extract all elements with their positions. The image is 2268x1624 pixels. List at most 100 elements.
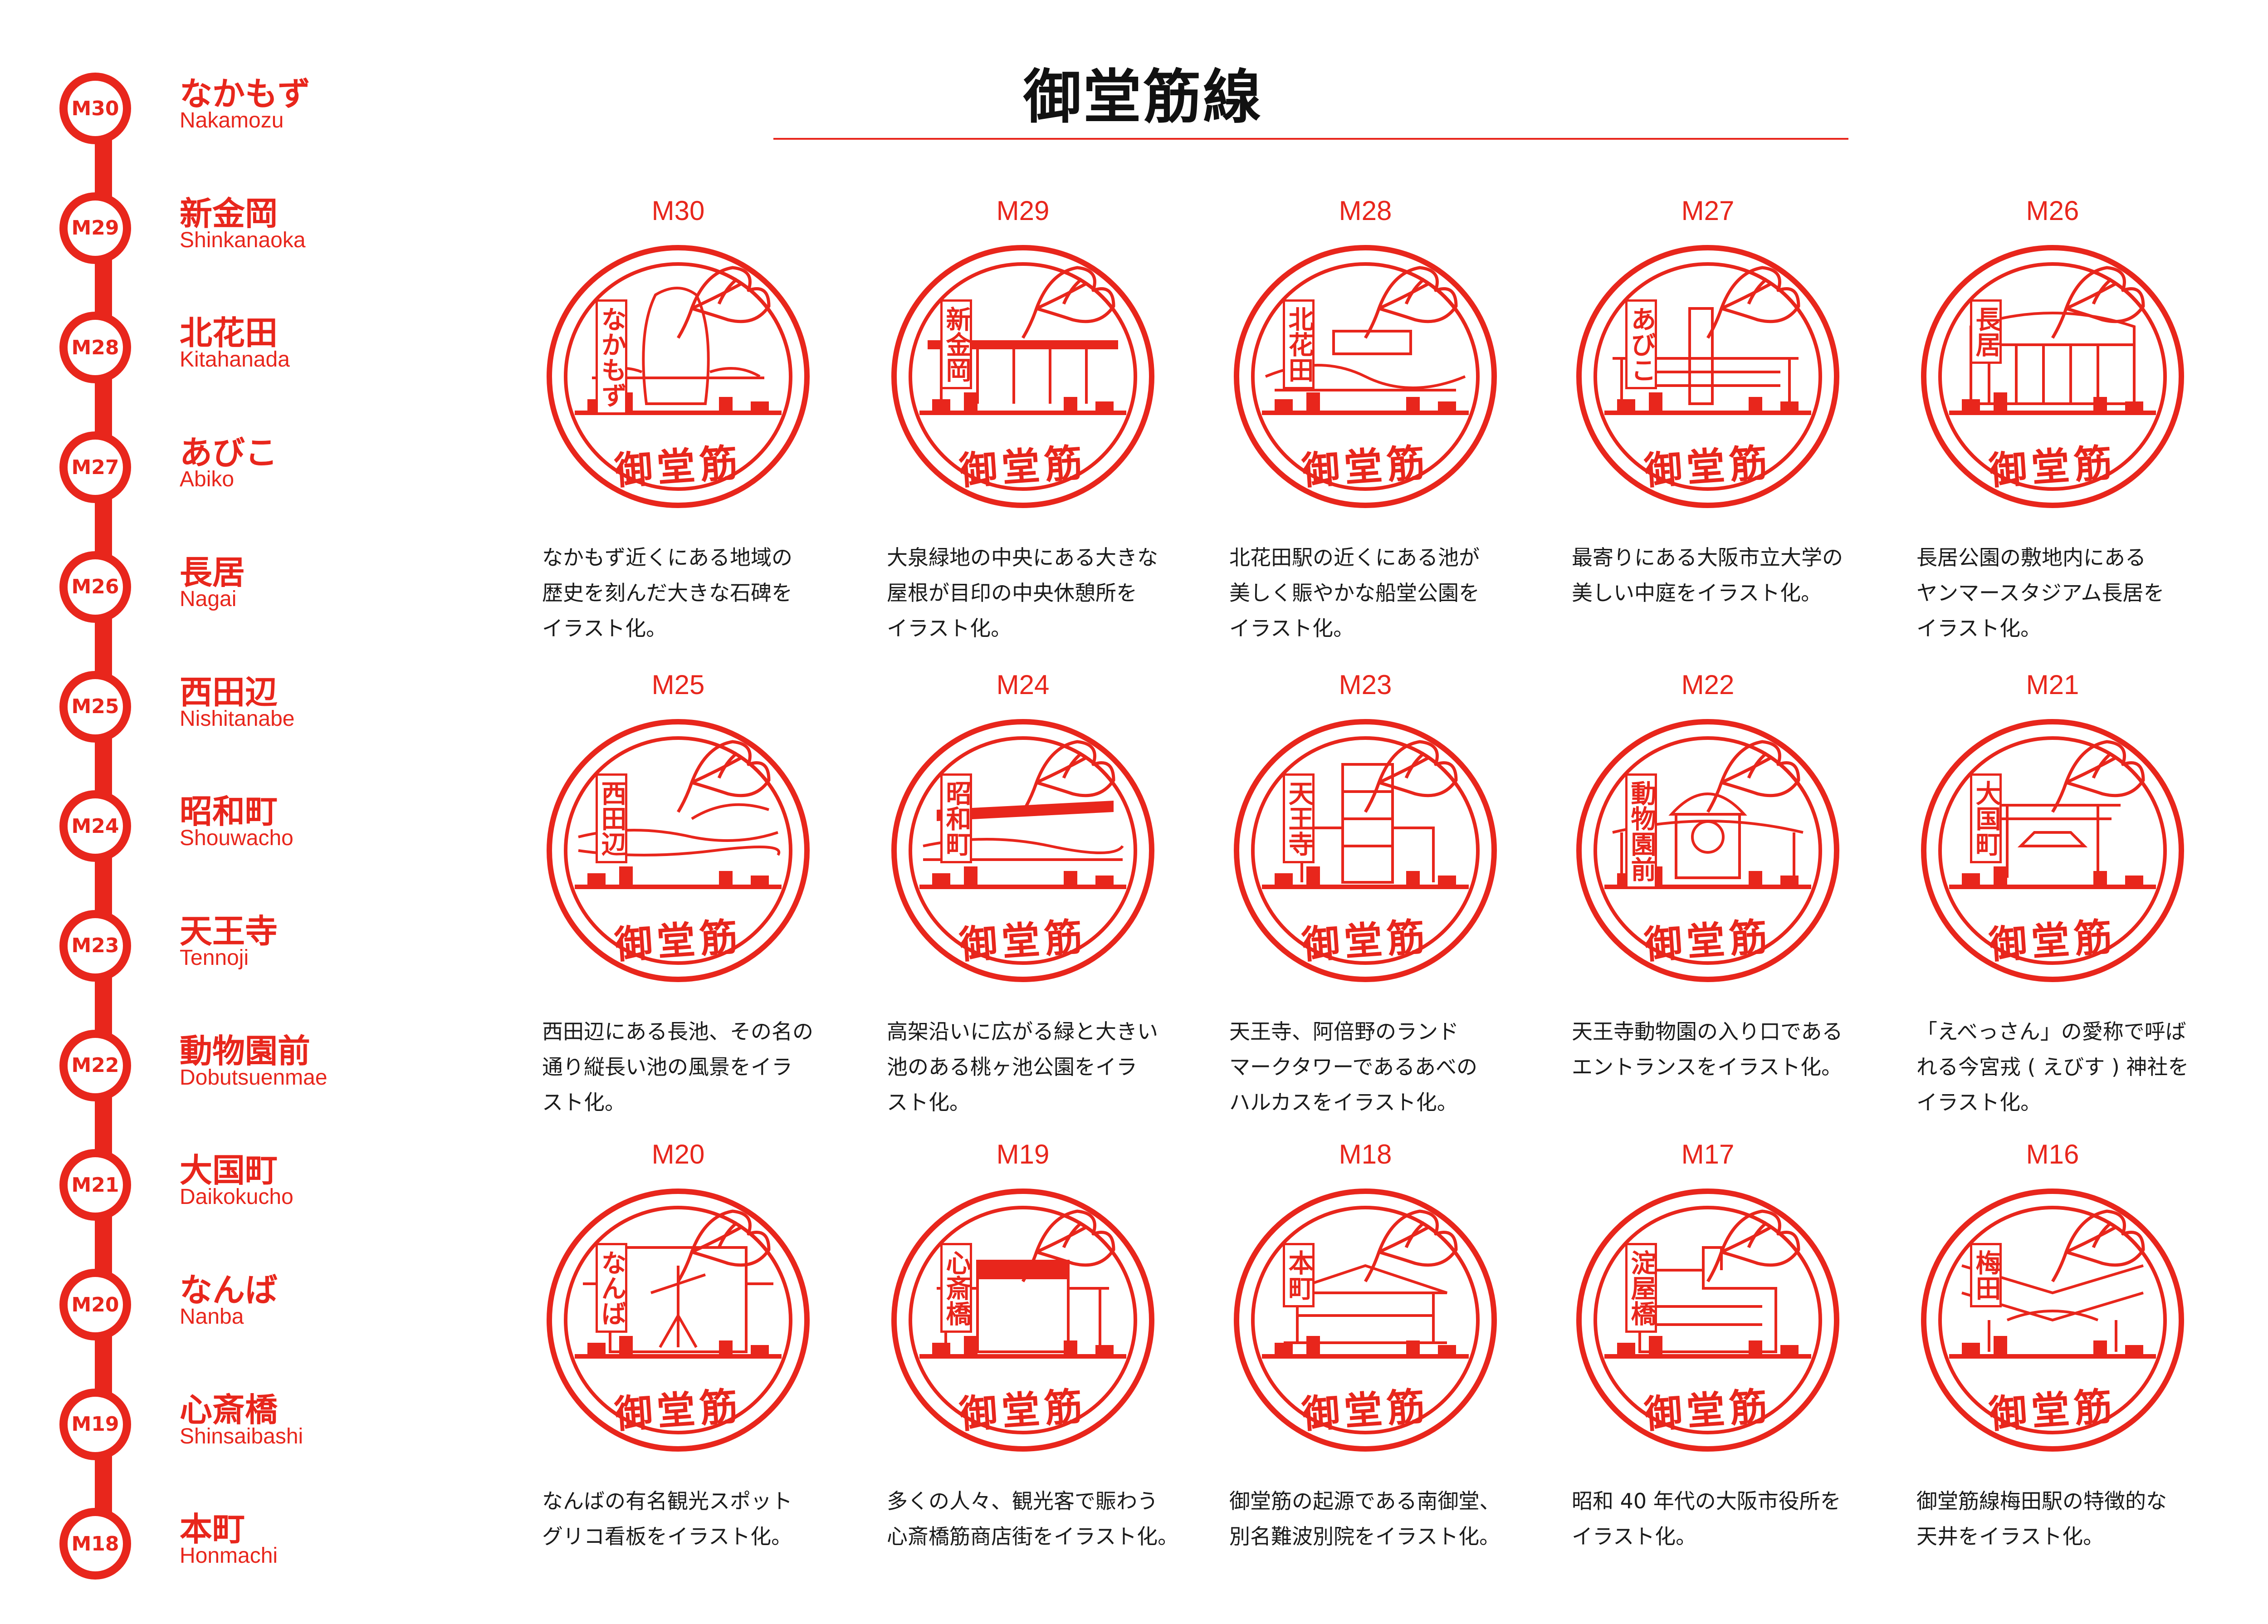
title-divider: [773, 138, 1848, 140]
station-name-en: Nanba: [180, 1305, 244, 1329]
stamp-illustration: 昭和町御堂筋: [887, 714, 1159, 987]
station-name-jp: 新金岡: [180, 194, 278, 233]
stamp-illustration: 本町御堂筋: [1229, 1184, 1501, 1456]
station-name-en: Nishitanabe: [180, 706, 295, 731]
station-sign: 淀屋橋: [1625, 1243, 1657, 1333]
stamp-card-m20: M20 なんば御堂筋なんばの有名観光スポット グリコ看板をイラスト化。: [542, 1139, 878, 1592]
station-code-badge: M29: [59, 192, 131, 264]
station-name-en: Shouwacho: [180, 826, 293, 851]
stamp-circle-icon: [1576, 1189, 1839, 1452]
station-name-jp: 西田辺: [180, 673, 278, 711]
station-code-badge: M25: [59, 670, 131, 743]
station-sign: なかもず: [596, 299, 627, 415]
stamp-code: M18: [1339, 1139, 1392, 1169]
stamp-code: M29: [996, 196, 1050, 226]
stamp-circle-icon: [1234, 719, 1497, 982]
stamp-circle-icon: [547, 245, 810, 508]
station-code-badge: M19: [59, 1388, 131, 1460]
station-name-jp: 天王寺: [180, 912, 278, 950]
stamp-description: 北花田駅の近くにある池が 美しく賑やかな船堂公園を イラスト化。: [1229, 545, 1480, 641]
station-name-en: Abiko: [180, 467, 235, 492]
station-sign: 梅田: [1970, 1243, 2002, 1307]
station-name-jp: 昭和町: [180, 792, 278, 831]
stamp-circle-icon: [1921, 1189, 2184, 1452]
stamp-code: M27: [1681, 196, 1735, 226]
station-sign: 天王寺: [1283, 773, 1315, 863]
stamp-code: M23: [1339, 670, 1392, 700]
station-code-badge: M18: [59, 1508, 131, 1580]
station-name-en: Shinkanaoka: [180, 228, 306, 252]
stamp-description: 天王寺動物園の入り口である エントランスをイラスト化。: [1572, 1019, 1843, 1079]
station-sign: 長居: [1970, 299, 2002, 364]
station-sign: 動物園前: [1625, 773, 1657, 889]
stamp-code: M24: [996, 670, 1050, 700]
stamp-illustration: 淀屋橋御堂筋: [1572, 1184, 1844, 1456]
stamp-description: 「えべっさん」の愛称で呼ば れる今宮戎 ( えびす ) 神社を イラスト化。: [1916, 1019, 2189, 1115]
stamp-code: M20: [651, 1139, 705, 1169]
station-sign: 北花田: [1283, 299, 1315, 389]
station-name-jp: 北花田: [180, 314, 278, 352]
station-sign: 大国町: [1970, 773, 2002, 863]
station-code-badge: M26: [59, 551, 131, 623]
stamp-illustration: 動物園前御堂筋: [1572, 714, 1844, 987]
station-sign: 新金岡: [940, 299, 972, 389]
station-sign: なんば: [596, 1243, 627, 1333]
station-name-en: Daikokucho: [180, 1185, 293, 1209]
stamp-illustration: なんば御堂筋: [542, 1184, 814, 1456]
stamp-illustration: 梅田御堂筋: [1916, 1184, 2189, 1456]
stamp-code: M17: [1681, 1139, 1735, 1169]
stamp-card-m17: M17 淀屋橋御堂筋昭和 40 年代の大阪市役所を イラスト化。: [1572, 1139, 1907, 1592]
stamp-circle-icon: [1234, 245, 1497, 508]
station-name-jp: 動物園前: [180, 1032, 311, 1070]
station-name-jp: 心斎橋: [180, 1390, 278, 1429]
page-title: 御堂筋線: [1023, 64, 1263, 131]
stamp-illustration: 西田辺御堂筋: [542, 714, 814, 987]
station-name-en: Kitahanada: [180, 347, 290, 372]
station-sign: 昭和町: [940, 773, 972, 863]
stamp-description: 長居公園の敷地内にある ヤンマースタジアム長居を イラスト化。: [1916, 545, 2165, 641]
stamp-illustration: 大国町御堂筋: [1916, 714, 2189, 987]
station-sign: あびこ: [1625, 299, 1657, 389]
station-code-badge: M20: [59, 1269, 131, 1340]
station-code-badge: M22: [59, 1029, 131, 1101]
stamp-description: なんばの有名観光スポット グリコ看板をイラスト化。: [542, 1489, 792, 1549]
stamp-illustration: 心斎橋御堂筋: [887, 1184, 1159, 1456]
stamp-card-m18: M18 本町御堂筋御堂筋の起源である南御堂、 別名難波別院をイラスト化。: [1229, 1139, 1565, 1592]
stamp-code: M19: [996, 1139, 1050, 1169]
stamp-description: 御堂筋の起源である南御堂、 別名難波別院をイラスト化。: [1229, 1489, 1501, 1549]
station-name-jp: 本町: [180, 1510, 245, 1549]
stamp-circle-icon: [1234, 1189, 1497, 1452]
station-name-jp: なんば: [180, 1271, 278, 1309]
station-code-badge: M27: [59, 431, 131, 504]
stamp-code: M28: [1339, 196, 1392, 226]
stamp-description: 昭和 40 年代の大阪市役所を イラスト化。: [1572, 1489, 1841, 1549]
stamp-illustration: なかもず御堂筋: [542, 240, 814, 513]
station-sign: 西田辺: [596, 773, 627, 863]
stamp-code: M26: [2026, 196, 2079, 226]
stamp-code: M30: [651, 196, 705, 226]
station-code-badge: M24: [59, 790, 131, 862]
stamp-circle-icon: [1921, 245, 2184, 508]
stamp-description: 大泉緑地の中央にある大きな 屋根が目印の中央休憩所を イラスト化。: [887, 545, 1158, 641]
station-code-badge: M21: [59, 1149, 131, 1221]
station-name-en: Nakamozu: [180, 108, 284, 132]
station-name-en: Honmachi: [180, 1544, 278, 1568]
